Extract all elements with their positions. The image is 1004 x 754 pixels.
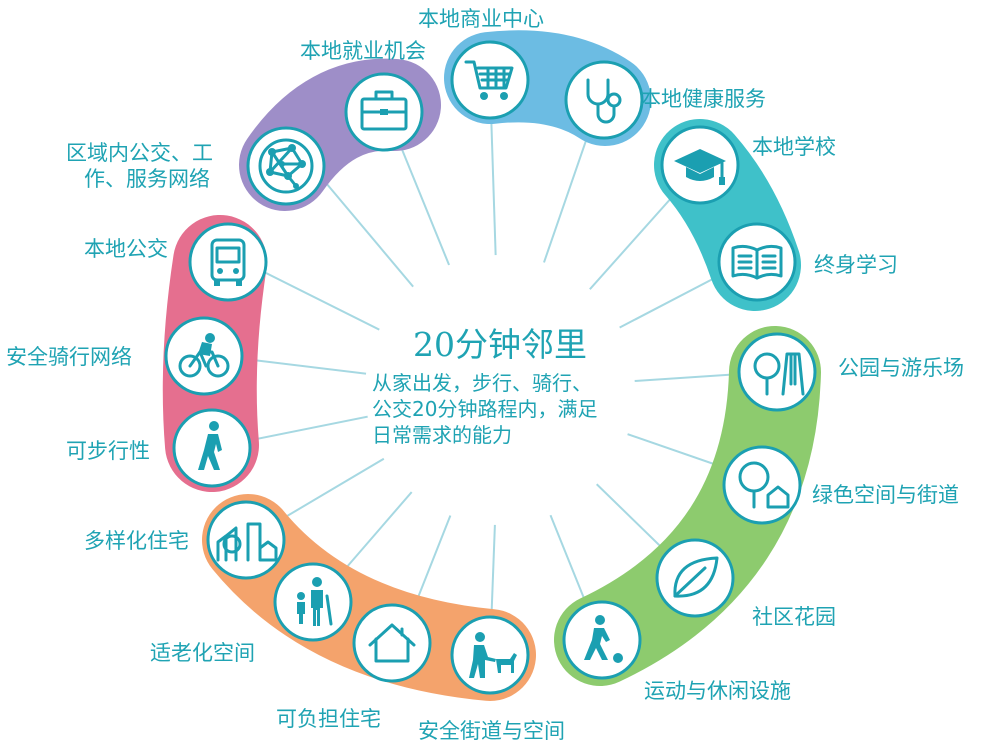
- circle-health: [564, 60, 644, 140]
- label-green: 绿色空间与街道: [812, 483, 959, 507]
- center-description: 从家出发，步行、骑行、 公交20分钟路程内，满足 日常需求的能力: [372, 370, 632, 448]
- label-garden: 社区花园: [752, 605, 836, 629]
- label-commerce: 本地商业中心: [418, 7, 544, 31]
- dog-walker-icon: [469, 632, 517, 678]
- circle-sports: [562, 600, 642, 680]
- label-safe-streets: 安全街道与空间: [418, 719, 565, 743]
- circle-green: [722, 445, 802, 525]
- shopping-cart-icon: [464, 60, 514, 100]
- center-title: 20分钟邻里: [413, 325, 587, 364]
- label-school: 本地学校: [752, 135, 836, 159]
- diverse-housing-icon: [216, 522, 278, 562]
- label-transit: 本地公交: [84, 237, 168, 261]
- label-employment: 本地就业机会: [300, 39, 426, 63]
- center-desc-line2: 公交20分钟路程内，满足: [372, 397, 598, 421]
- network-icon: [258, 138, 314, 194]
- label-parks: 公园与游乐场: [838, 356, 964, 380]
- graduation-cap-icon: [674, 149, 726, 185]
- center-desc-line3: 日常需求的能力: [372, 423, 512, 447]
- label-network-line1: 区域内公交、工: [66, 141, 213, 165]
- center-circle: [365, 255, 635, 525]
- walking-person-icon: [198, 421, 222, 470]
- label-aging: 适老化空间: [150, 641, 255, 665]
- leaf-icon: [673, 556, 719, 598]
- label-health: 本地健康服务: [640, 87, 766, 111]
- circle-cycling: [164, 316, 244, 396]
- label-sports: 运动与休闲设施: [644, 679, 791, 703]
- park-playground-icon: [753, 352, 805, 396]
- label-network-line2: 作、服务网络: [84, 167, 210, 191]
- label-cycling: 安全骑行网络: [6, 345, 132, 369]
- soccer-player-icon: [584, 615, 623, 663]
- cyclist-icon: [178, 333, 230, 378]
- center-desc-line1: 从家出发，步行、骑行、: [372, 371, 592, 395]
- briefcase-icon: [360, 90, 408, 131]
- label-housing-diverse: 多样化住宅: [84, 529, 189, 553]
- label-lifelong: 终身学习: [814, 253, 898, 277]
- label-walkability: 可步行性: [66, 439, 150, 463]
- band-green: [554, 326, 821, 686]
- house-icon: [368, 623, 416, 663]
- circle-affordable: [352, 603, 432, 683]
- stethoscope-icon: [586, 78, 622, 124]
- green-street-icon: [738, 461, 790, 509]
- open-book-icon: [731, 244, 783, 280]
- elderly-people-icon: [297, 577, 333, 626]
- label-affordable: 可负担住宅: [276, 707, 381, 731]
- bus-icon: [210, 238, 246, 286]
